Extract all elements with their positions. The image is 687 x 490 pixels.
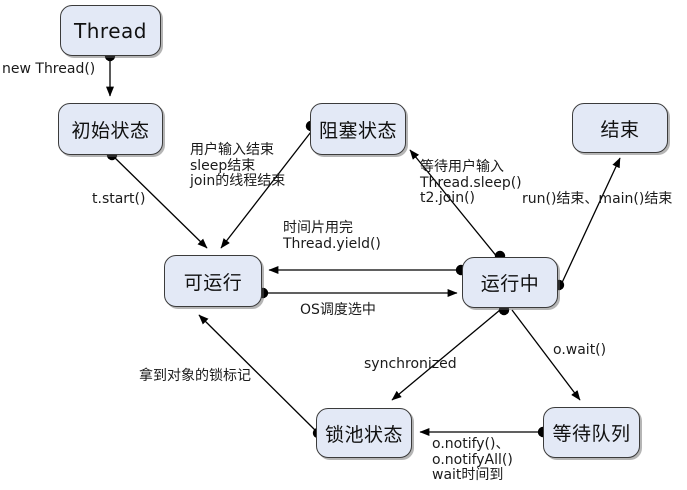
edge-label-o-wait: o.wait() [553,342,607,358]
edge-running-to-blocked [409,149,499,259]
node-initial-state-label: 初始状态 [71,119,150,142]
node-runnable-label: 可运行 [183,271,243,294]
node-finished[interactable]: 结束 [572,103,668,153]
node-running[interactable]: 运行中 [462,257,558,308]
node-running-label: 运行中 [480,273,540,295]
node-initial-state[interactable]: 初始状态 [58,103,163,155]
node-blocked-state-label: 阻塞状态 [318,119,397,142]
node-thread[interactable]: Thread [60,5,161,56]
edge-label-notify: o.notify()、 o.notifyAll() wait时间到 [432,436,513,484]
node-wait-queue-label: 等待队列 [552,423,631,445]
edge-initial-to-runnable [111,154,208,249]
edge-running-to-lockpool [391,309,501,401]
edge-label-running-to-blocked: 等待用户输入 Thread.sleep() t2.join() [420,159,522,207]
edge-running-to-finished [559,157,621,288]
edge-label-blocked-to-runnable: 用户输入结束 sleep结束 join的线程结束 [190,142,286,190]
edge-label-run-main-end: run()结束、main()结束 [522,191,673,207]
edge-label-get-lock: 拿到对象的锁标记 [139,368,251,384]
edge-label-synchronized: synchronized [364,356,457,372]
edge-running-to-waitqueue [511,309,581,401]
edge-label-os-schedule: OS调度选中 [300,302,376,318]
node-wait-queue[interactable]: 等待队列 [543,407,640,458]
node-lock-pool-state-label: 锁池状态 [324,423,403,446]
node-thread-label: Thread [74,18,147,43]
edge-blocked-to-runnable [220,127,315,249]
edge-label-t-start: t.start() [92,191,146,207]
edge-label-new-thread: new Thread() [2,61,96,77]
edge-lockpool-to-runnable [198,314,319,434]
node-blocked-state[interactable]: 阻塞状态 [310,103,406,155]
node-lock-pool-state[interactable]: 锁池状态 [316,408,412,458]
edge-label-yield: 时间片用完 Thread.yield() [283,220,381,252]
node-runnable[interactable]: 可运行 [164,255,262,307]
node-finished-label: 结束 [600,118,640,141]
